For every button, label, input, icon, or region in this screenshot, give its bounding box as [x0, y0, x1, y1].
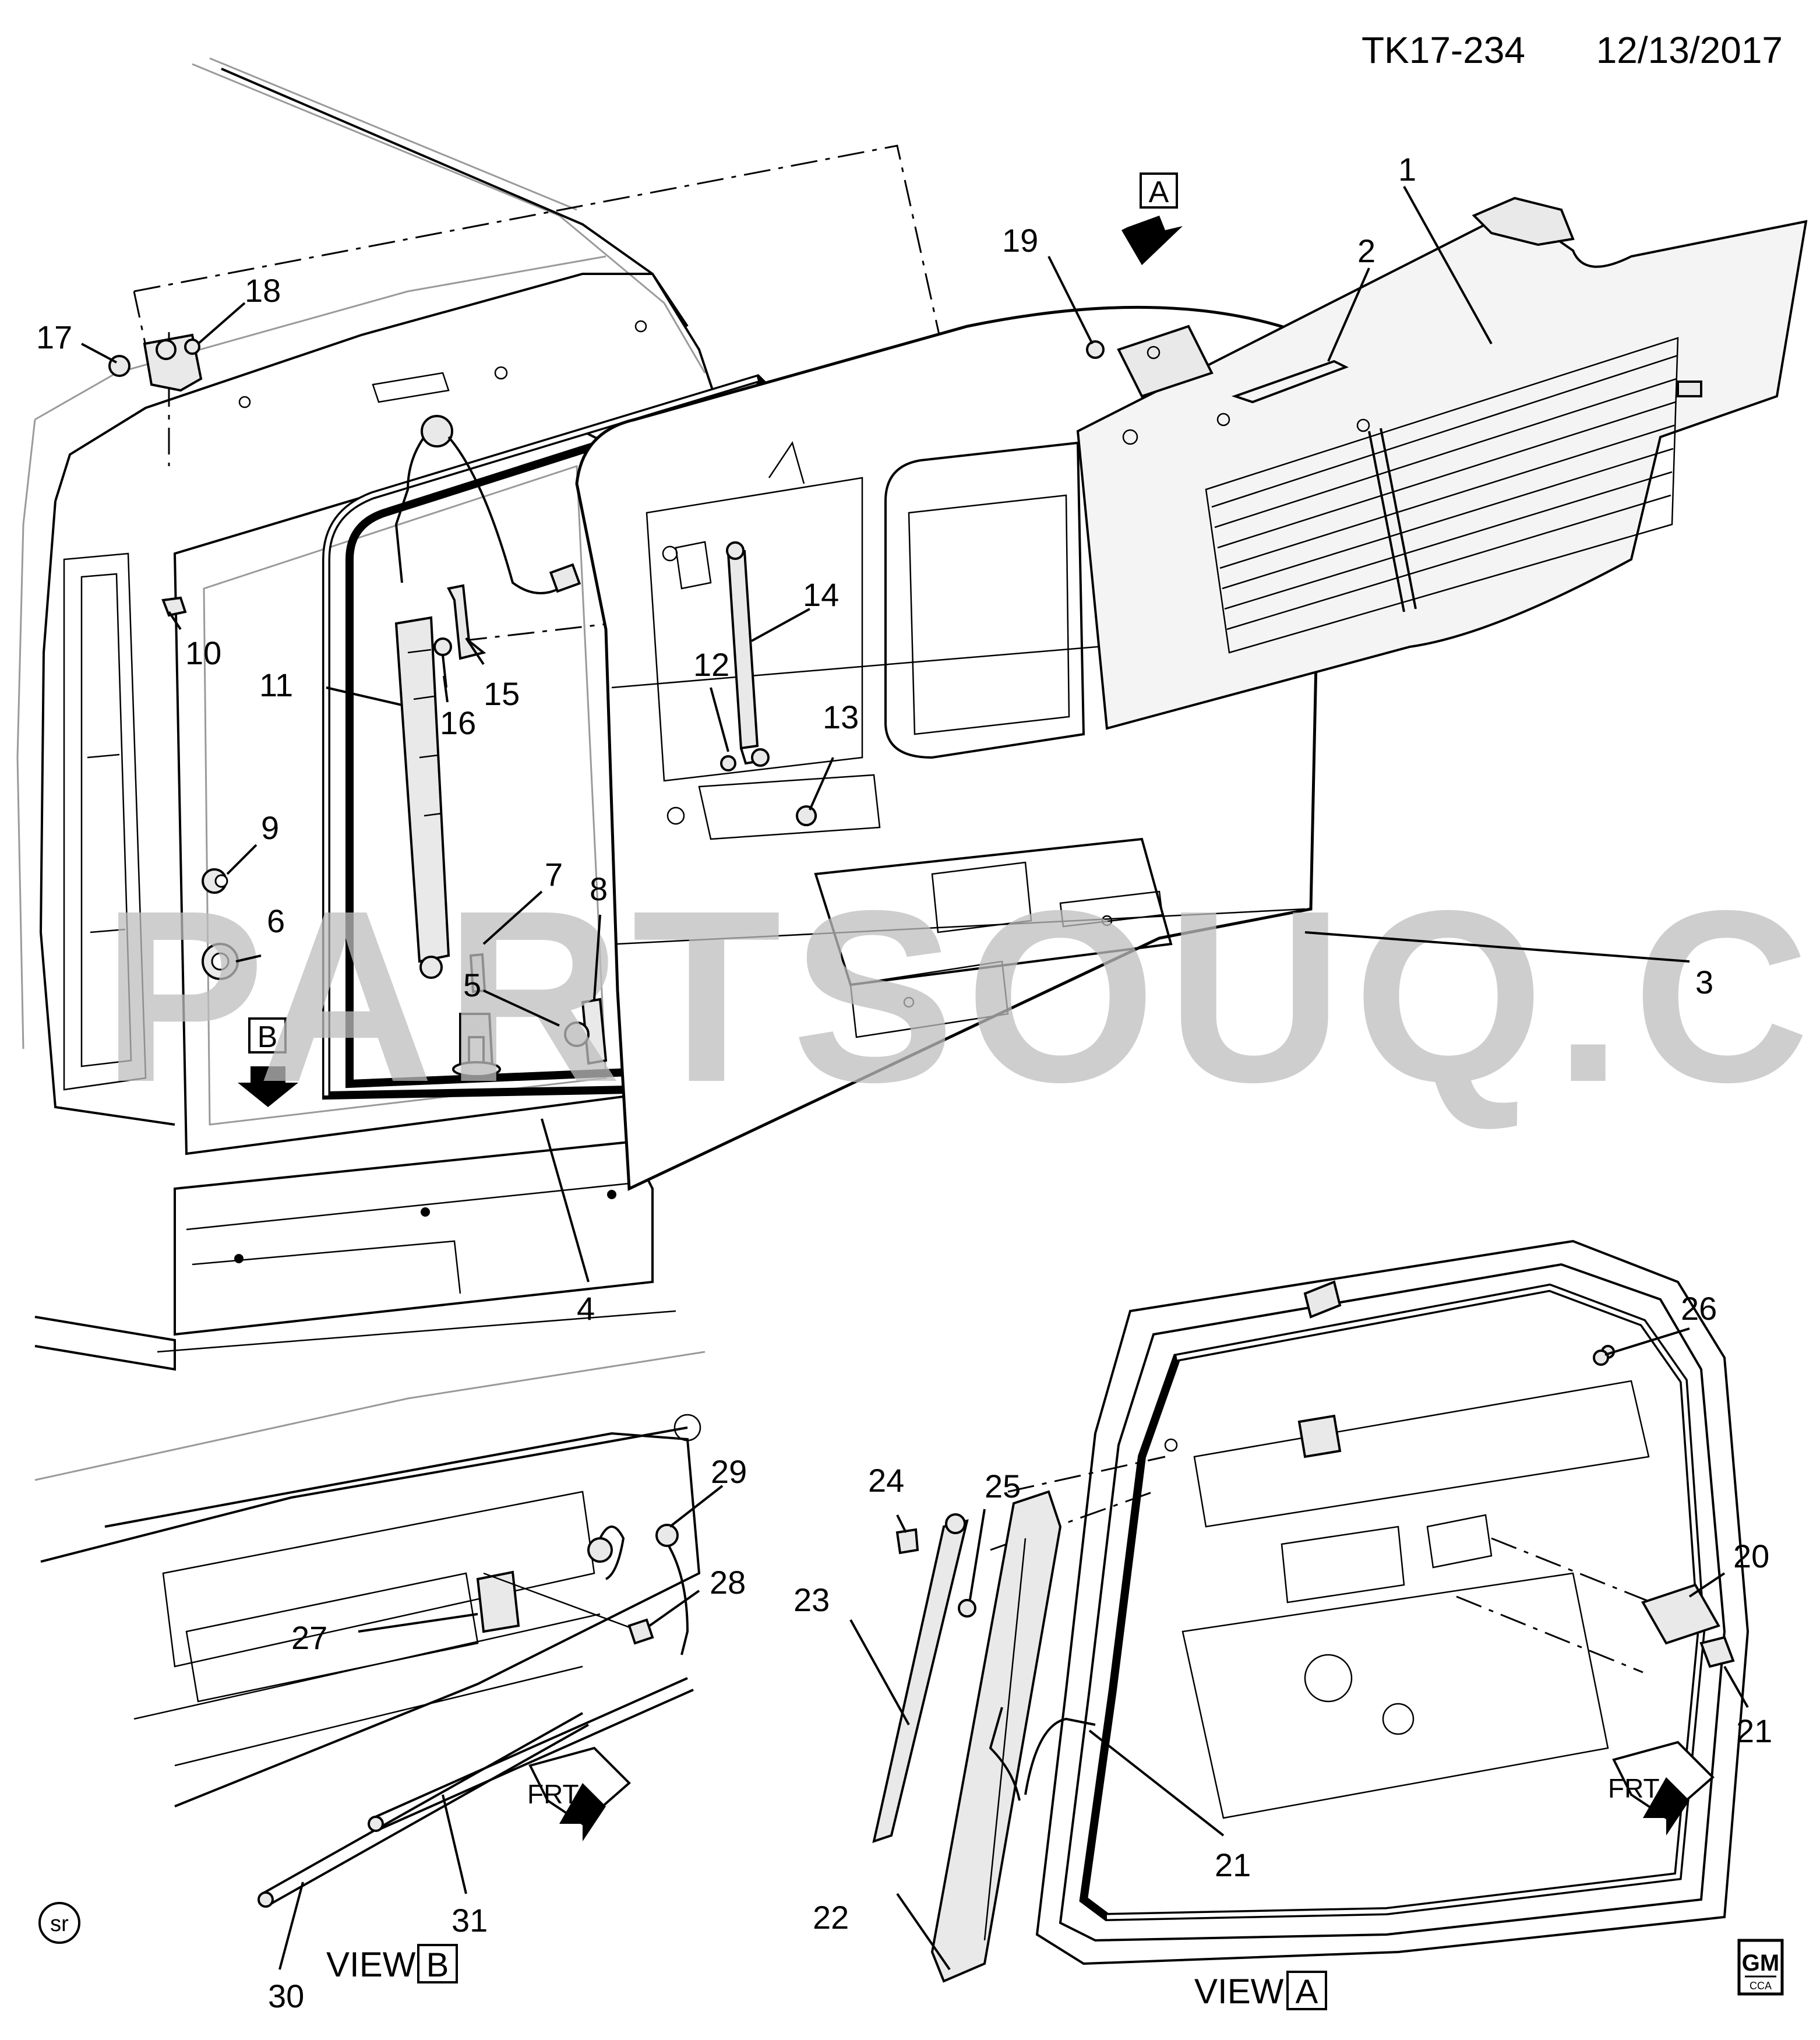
svg-text:A: A	[1149, 175, 1169, 209]
callout-19: 19	[1002, 222, 1038, 259]
callout-15: 15	[484, 675, 520, 712]
callout-12: 12	[693, 646, 729, 683]
callout-10: 10	[185, 635, 221, 671]
latch-8	[564, 998, 608, 1065]
callout-24: 24	[868, 1462, 904, 1499]
callout-8: 8	[590, 871, 608, 907]
hinge-18	[143, 333, 203, 392]
drawing-id: TK17-234	[1362, 29, 1525, 71]
callout-18: 18	[245, 272, 281, 309]
callout-1: 1	[1398, 151, 1416, 188]
bumper-13	[796, 805, 817, 826]
callout-labels: 1 2 3 4 5 6 7 8 9 10 11 12 13 14 15 16 1…	[36, 151, 1772, 2014]
callout-22: 22	[813, 1899, 849, 1936]
callout-4: 4	[577, 1290, 595, 1327]
callout-25: 25	[985, 1468, 1021, 1505]
callout-20: 20	[1733, 1538, 1769, 1574]
window-glass-1	[1076, 196, 1808, 730]
seal-2	[1231, 360, 1349, 404]
frt-arrow-view-a: FRT	[1608, 1740, 1715, 1835]
svg-text:CCA: CCA	[1750, 1980, 1772, 1992]
view-a-marker[interactable]: A	[1121, 172, 1183, 265]
frt-label-b: FRT	[527, 1779, 579, 1809]
grommet-6	[202, 943, 239, 980]
view-a-caption: VIEW A	[1194, 1971, 1327, 2011]
module-20	[1641, 1583, 1720, 1645]
harness-21-lower	[989, 1707, 1096, 1801]
callout-5: 5	[463, 967, 481, 1003]
bumper-9	[202, 868, 228, 894]
harness-and-actuator-11	[394, 415, 581, 979]
bolt-16	[433, 637, 452, 688]
view-a-illustration	[1035, 1239, 1750, 1965]
view-b-caption: VIEW B	[326, 1944, 458, 1984]
callout-21-right: 21	[1736, 1713, 1772, 1749]
svg-text:sr: sr	[50, 1912, 69, 1936]
bolt-19	[1086, 340, 1105, 359]
frt-arrow-view-b: FRT	[527, 1746, 631, 1841]
callout-7: 7	[545, 856, 563, 893]
liftgate-hinge-bracket	[1117, 325, 1214, 398]
callout-14: 14	[803, 576, 839, 613]
svg-text:VIEW: VIEW	[1194, 1972, 1284, 2011]
callout-27: 27	[291, 1619, 327, 1656]
callout-3: 3	[1695, 964, 1713, 1000]
svg-text:B: B	[258, 1020, 278, 1054]
svg-text:GM: GM	[1742, 1950, 1779, 1976]
gas-strut-14	[720, 541, 770, 771]
callout-13: 13	[823, 699, 859, 735]
drawing-date: 12/13/2017	[1596, 29, 1783, 71]
striker-5	[452, 1013, 501, 1077]
callout-31: 31	[452, 1902, 488, 1939]
callout-6: 6	[267, 903, 285, 939]
cap-24	[895, 1528, 919, 1555]
bracket-15	[447, 584, 486, 660]
view-b-marker[interactable]: B	[238, 1017, 298, 1107]
callout-2: 2	[1357, 232, 1375, 269]
callout-16: 16	[440, 704, 476, 741]
trim-panel-22	[930, 1490, 1062, 1983]
leader-lines	[81, 186, 1749, 1971]
clip-26	[1593, 1350, 1609, 1366]
callout-26: 26	[1681, 1290, 1717, 1327]
callout-21-lower: 21	[1215, 1847, 1251, 1883]
connector-21	[1699, 1636, 1735, 1668]
view-b-illustration	[34, 1351, 706, 1908]
strut-23	[872, 1513, 969, 1844]
callout-9: 9	[261, 809, 279, 846]
svg-text:A: A	[1296, 1973, 1318, 2011]
callout-28: 28	[710, 1564, 746, 1601]
gm-logo: GM CCA	[1737, 1939, 1784, 1996]
nut-10	[161, 596, 187, 617]
callout-29: 29	[711, 1453, 747, 1490]
callout-11: 11	[259, 667, 293, 703]
watermark: PARTSOUQ.COM	[102, 860, 1820, 1133]
frt-label-a: FRT	[1608, 1773, 1660, 1803]
sr-badge: sr	[38, 1902, 80, 1944]
svg-text:B: B	[426, 1946, 449, 1984]
callout-23: 23	[793, 1581, 830, 1618]
callout-17: 17	[36, 319, 72, 355]
callout-30: 30	[268, 1978, 304, 2014]
plug-25	[958, 1599, 976, 1618]
svg-text:VIEW: VIEW	[326, 1945, 416, 1984]
